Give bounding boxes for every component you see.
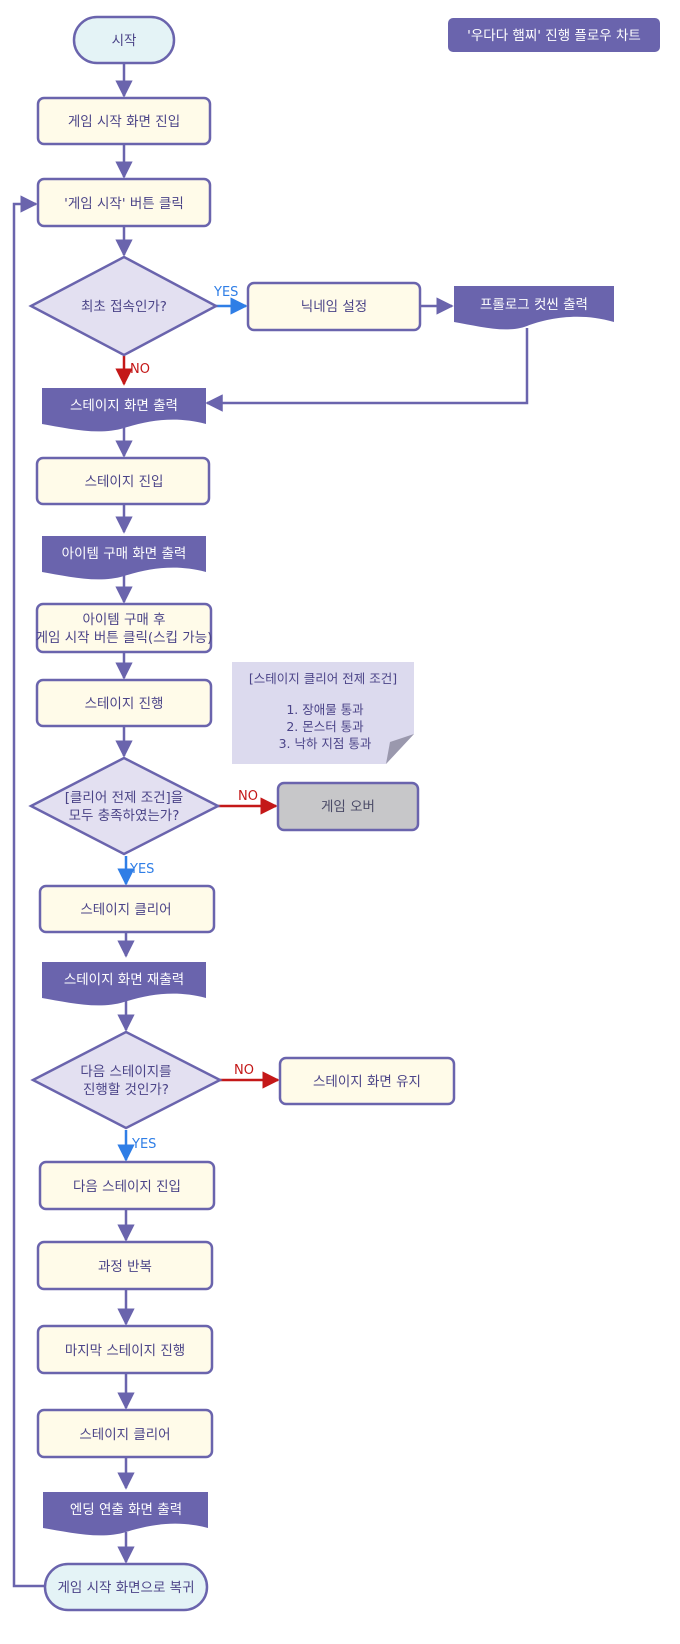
node-start: 시작: [72, 15, 176, 65]
note-title: [스테이지 클리어 전제 조건]: [249, 671, 397, 686]
node-repeat-label: 과정 반복: [98, 1259, 152, 1275]
edge-loop-back: [12, 195, 44, 1588]
node-ending-output: 엔딩 연출 화면 출력: [43, 1492, 208, 1536]
node-final-stage-clear-label: 스테이지 클리어: [79, 1427, 170, 1443]
node-item-buy-line1: 아이템 구매 후: [82, 612, 165, 628]
node-stage-clear: 스테이지 클리어: [38, 884, 216, 934]
node-stage-screen-output: 스테이지 화면 출력: [42, 388, 206, 432]
label-no-cond: NO: [238, 789, 258, 804]
node-nickname-setup-label: 닉네임 설정: [301, 299, 367, 315]
node-prologue-output: 프롤로그 컷씬 출력: [454, 286, 614, 330]
node-enter-start-screen: 게임 시작 화면 진입: [36, 96, 212, 146]
connectors: [12, 64, 529, 1588]
label-no-first: NO: [130, 362, 150, 377]
node-final-stage-clear: 스테이지 클리어: [36, 1408, 214, 1459]
node-game-over: 게임 오버: [276, 781, 420, 832]
node-item-buy-line2: 게임 시작 버튼 클릭(스킵 가능): [36, 630, 213, 646]
node-stage-enter-label: 스테이지 진입: [85, 474, 164, 490]
node-keep-stage-screen-label: 스테이지 화면 유지: [313, 1074, 421, 1090]
node-last-stage-label: 마지막 스테이지 진행: [65, 1343, 185, 1359]
note-item-3: 3. 낙하 지점 통과: [279, 736, 372, 751]
node-item-shop-label: 아이템 구매 화면 출력: [62, 546, 187, 562]
node-stage-screen-again-label: 스테이지 화면 재출력: [64, 972, 184, 988]
node-return-start-label: 게임 시작 화면으로 복귀: [57, 1580, 194, 1596]
label-yes-cond: YES: [129, 862, 154, 877]
note-clear-conditions: [스테이지 클리어 전제 조건] 1. 장애물 통과 2. 몬스터 통과 3. …: [232, 662, 414, 764]
label-yes-first: YES: [213, 285, 238, 300]
node-next-stage-decision: 다음 스테이지를 진행할 것인가?: [30, 1030, 223, 1130]
node-start-label: 시작: [112, 33, 137, 49]
node-prologue-label: 프롤로그 컷씬 출력: [480, 297, 588, 313]
node-next-stage-line1: 다음 스테이지를: [80, 1064, 171, 1080]
node-click-start-button-label: '게임 시작' 버튼 클릭: [64, 196, 184, 212]
node-game-over-label: 게임 오버: [321, 799, 375, 815]
node-clear-condition-line1: [클리어 전제 조건]을: [65, 790, 183, 806]
chart-title: '우다다 햄찌' 진행 플로우 차트: [467, 28, 641, 44]
node-repeat: 과정 반복: [36, 1240, 214, 1291]
node-ending-label: 엔딩 연출 화면 출력: [70, 1502, 182, 1518]
note-item-1: 1. 장애물 통과: [286, 702, 364, 717]
node-clear-condition-decision: [클리어 전제 조건]을 모두 충족하였는가?: [28, 756, 221, 856]
node-stage-progress: 스테이지 진행: [35, 678, 213, 728]
node-nickname-setup: 닉네임 설정: [246, 281, 422, 332]
title-badge: '우다다 햄찌' 진행 플로우 차트: [448, 18, 660, 52]
node-next-stage-enter-label: 다음 스테이지 진입: [73, 1179, 181, 1195]
node-keep-stage-screen: 스테이지 화면 유지: [278, 1056, 456, 1106]
node-click-start-button: '게임 시작' 버튼 클릭: [36, 177, 212, 228]
node-next-stage-line2: 진행할 것인가?: [83, 1082, 169, 1098]
node-first-access-decision: 최초 접속인가?: [28, 255, 219, 357]
node-stage-enter: 스테이지 진입: [35, 456, 211, 506]
node-item-shop-output: 아이템 구매 화면 출력: [42, 536, 206, 580]
label-yes-next: YES: [131, 1137, 156, 1152]
node-first-access-label: 최초 접속인가?: [81, 299, 167, 315]
node-stage-clear-label: 스테이지 클리어: [80, 902, 171, 918]
label-no-next: NO: [234, 1063, 254, 1078]
node-last-stage: 마지막 스테이지 진행: [36, 1324, 214, 1375]
node-next-stage-enter: 다음 스테이지 진입: [38, 1160, 216, 1211]
note-item-2: 2. 몬스터 통과: [286, 719, 364, 734]
edge-prologue-to-stage: [205, 328, 529, 412]
node-clear-condition-line2: 모두 충족하였는가?: [69, 808, 180, 824]
node-stage-progress-label: 스테이지 진행: [85, 696, 164, 712]
node-stage-screen-label: 스테이지 화면 출력: [70, 398, 178, 414]
node-enter-start-screen-label: 게임 시작 화면 진입: [68, 114, 180, 130]
node-return-start: 게임 시작 화면으로 복귀: [43, 1562, 209, 1612]
node-stage-screen-again-output: 스테이지 화면 재출력: [42, 962, 206, 1006]
node-item-buy: 아이템 구매 후 게임 시작 버튼 클릭(스킵 가능): [36, 602, 213, 654]
